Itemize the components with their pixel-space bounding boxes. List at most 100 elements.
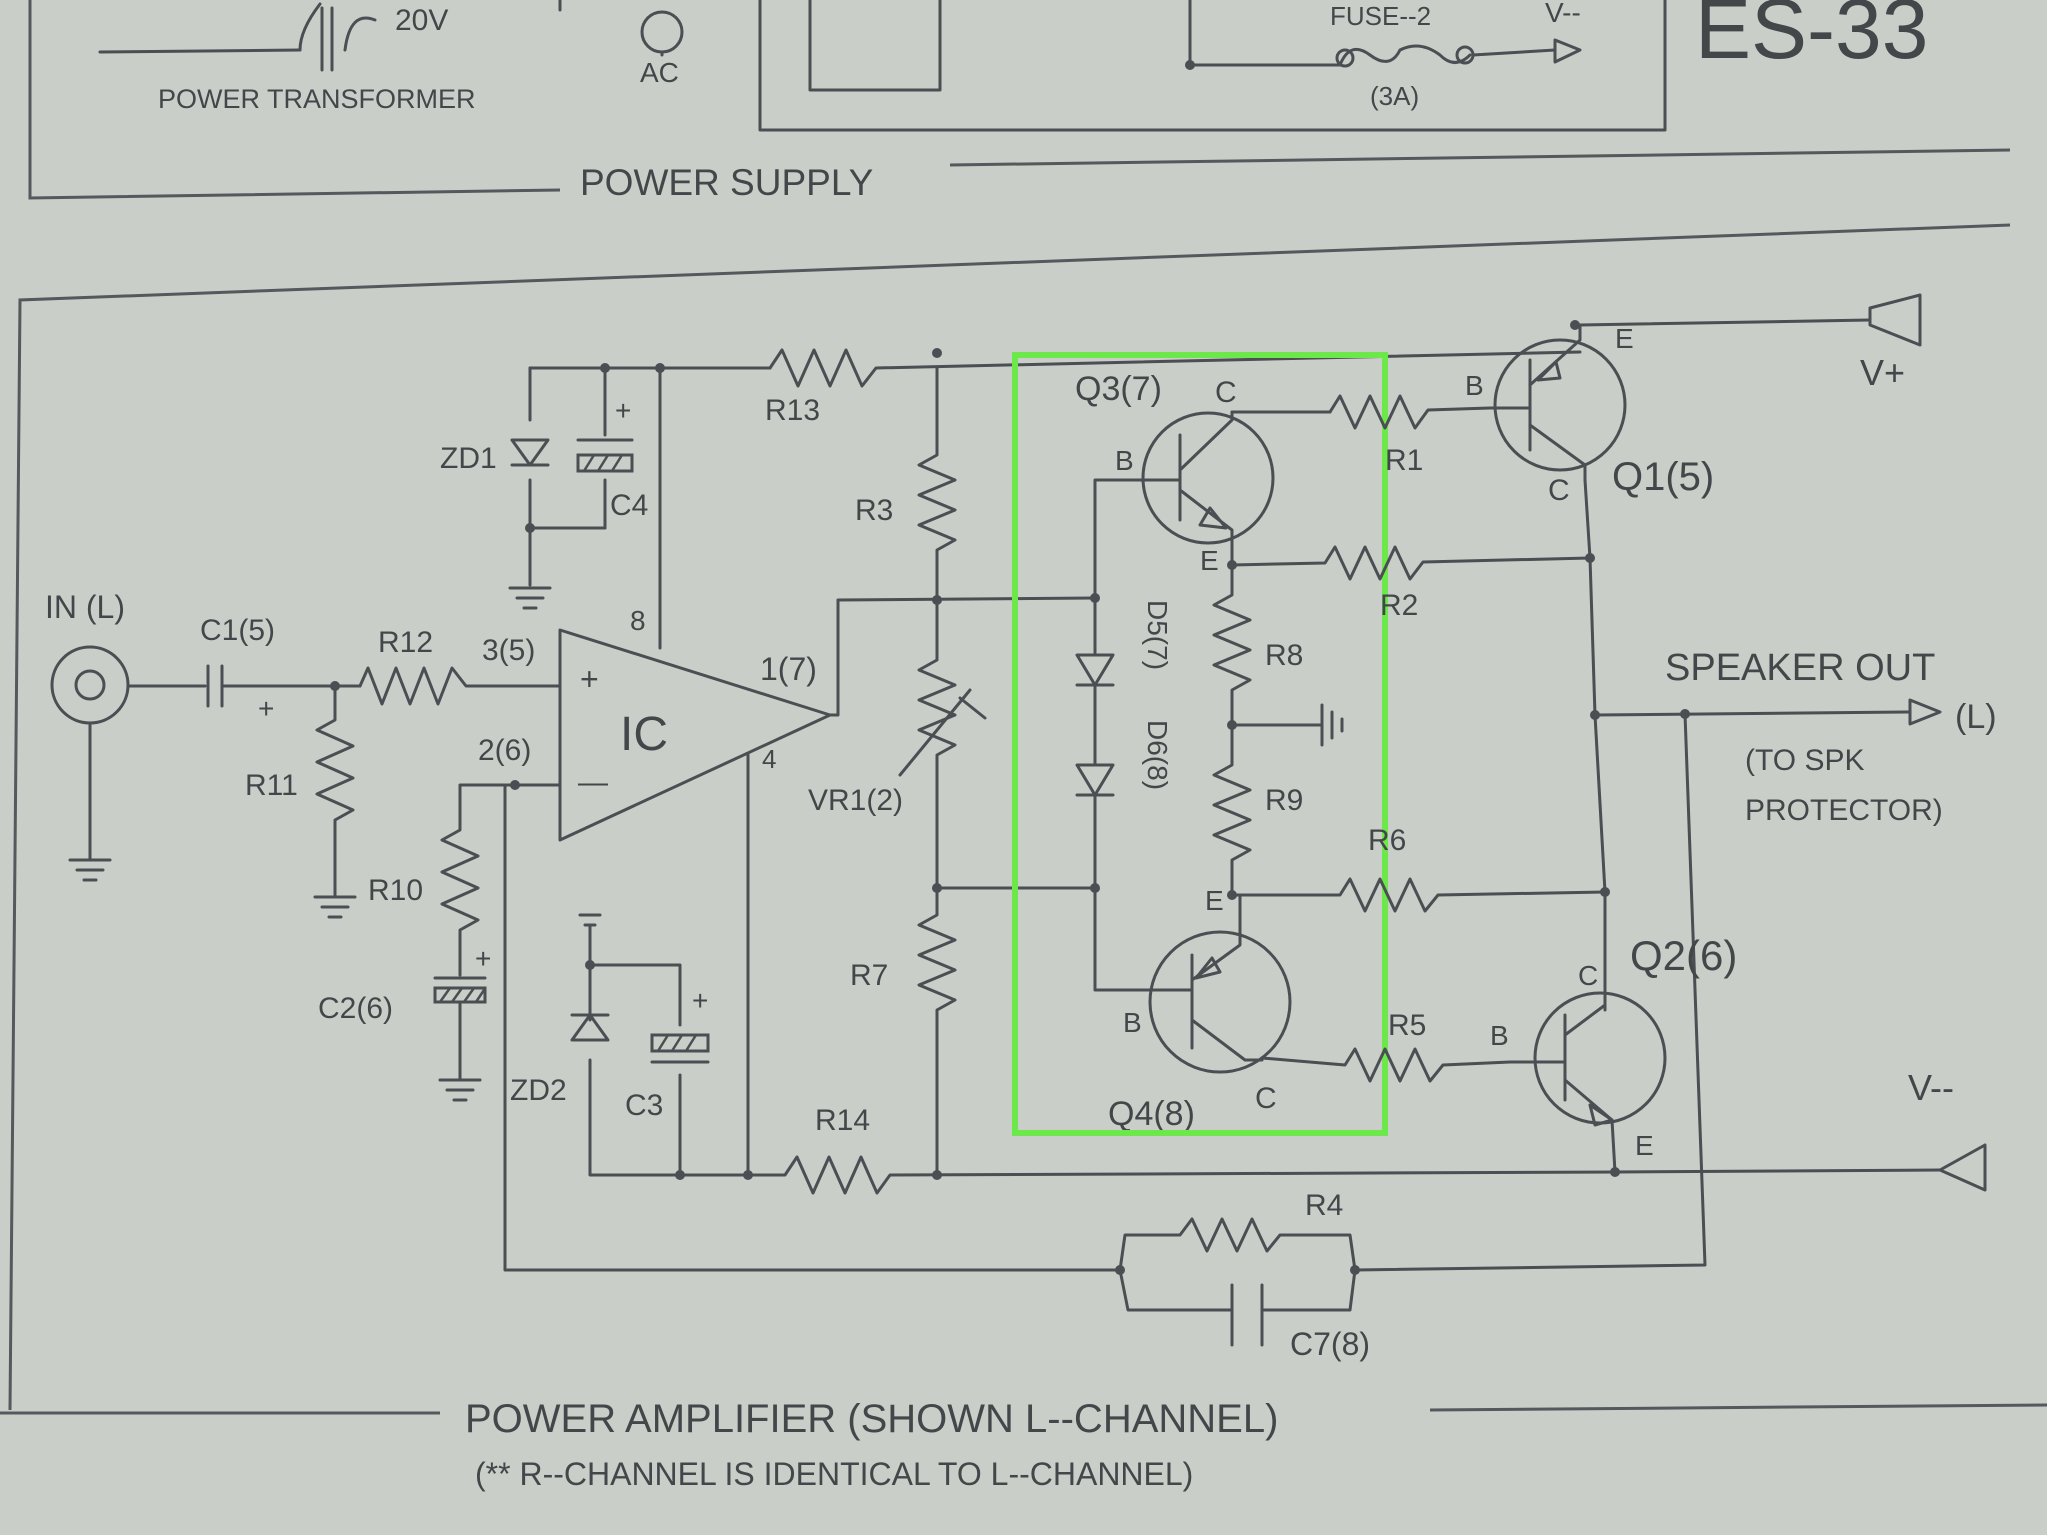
r11-label: R11 (245, 769, 298, 802)
c1-plus: + (258, 693, 274, 724)
vr1-potentiometer (917, 598, 957, 890)
r13-label: R13 (765, 394, 820, 427)
ground-icon (68, 858, 112, 882)
amplifier-subtitle: (** R--CHANNEL IS IDENTICAL TO L--CHANNE… (475, 1456, 1193, 1492)
r9-resistor (1212, 723, 1252, 897)
r1-resistor (1328, 394, 1492, 430)
r5-resistor (1260, 1047, 1512, 1083)
q3-b-label: B (1115, 445, 1134, 476)
q3-c-label: C (1215, 376, 1237, 409)
r1-label: R1 (1385, 444, 1423, 477)
vminus-arrow-icon (1938, 1143, 1987, 1192)
pin-minus-label: 2(6) (478, 734, 531, 767)
q4-e-label: E (1205, 885, 1224, 916)
vminus-supply-label: V-- (1545, 0, 1581, 28)
fuse-rating: (3A) (1370, 81, 1419, 111)
q4-emitter-arrow-icon (1194, 956, 1222, 980)
pin4-label: 4 (762, 744, 776, 774)
q1-transistor (1493, 338, 1627, 472)
r12-resistor (358, 666, 562, 706)
q2-transistor (1533, 991, 1667, 1125)
r10-resistor (440, 798, 480, 977)
q1-b-label: B (1465, 370, 1484, 401)
r4-label: R4 (1305, 1189, 1343, 1222)
q2-e-label: E (1635, 1130, 1654, 1161)
fuse-label: FUSE--2 (1330, 1, 1431, 31)
protector-line1: (TO SPK (1745, 744, 1864, 777)
input-jack-icon (50, 645, 130, 725)
r2-resistor (1230, 545, 1592, 581)
c1-label: C1(5) (200, 614, 275, 647)
ground-icon (1230, 703, 1344, 747)
power-supply-section: 20V POWER TRANSFORMER AC FUSE--2 (3A) V-… (28, 0, 2011, 203)
ic-label: IC (620, 708, 668, 761)
q3-label: Q3(7) (1075, 370, 1162, 408)
r14-label: R14 (815, 1104, 870, 1137)
r7-resistor (917, 886, 957, 1177)
r8-resistor (1212, 563, 1252, 727)
zd2-zener-icon (570, 1013, 610, 1042)
q2-c-label: C (1578, 960, 1598, 991)
r11-resistor (315, 684, 355, 897)
transformer-label: POWER TRANSFORMER (158, 84, 476, 114)
q3-transistor (1141, 411, 1275, 545)
c4-label: C4 (610, 489, 648, 522)
zd1-label: ZD1 (440, 442, 497, 475)
ac-label: AC (640, 57, 679, 88)
zd2-label: ZD2 (510, 1074, 567, 1107)
r3-resistor (917, 366, 957, 602)
q2-emitter-arrow-icon (1588, 1103, 1614, 1127)
fuse-icon (1338, 44, 1472, 67)
power-amplifier-section: IN (L) C1(5) + R12 3(5) R11 IC + — 8 4 1… (0, 223, 2047, 1492)
q3-e-label: E (1200, 545, 1219, 576)
power-supply-title: POWER SUPPLY (580, 162, 873, 203)
amplifier-title: POWER AMPLIFIER (SHOWN L--CHANNEL) (465, 1397, 1278, 1441)
vminus-supply-arrow-icon (1553, 38, 1582, 64)
q4-c-label: C (1255, 1082, 1277, 1115)
ic-minus-sign: — (578, 766, 608, 799)
r4-resistor (1118, 1217, 1357, 1272)
ic-plus-sign: + (580, 661, 599, 697)
speaker-out-label: SPEAKER OUT (1665, 647, 1935, 689)
c2-label: C2(6) (318, 992, 393, 1025)
r9-label: R9 (1265, 784, 1303, 817)
pin-out-label: 1(7) (760, 651, 817, 687)
q1-emitter-arrow-icon (1536, 360, 1562, 382)
q4-b-label: B (1123, 1007, 1142, 1038)
ground-icon (508, 586, 552, 610)
pin8-label: 8 (630, 605, 646, 636)
q4-transistor (1148, 930, 1292, 1074)
q1-e-label: E (1615, 323, 1634, 354)
r8-label: R8 (1265, 639, 1303, 672)
r6-resistor (1230, 877, 1607, 913)
vplus-label: V+ (1860, 352, 1905, 393)
ground-icon (313, 895, 357, 919)
q1-c-label: C (1548, 474, 1570, 507)
r5-label: R5 (1388, 1009, 1426, 1042)
c3-capacitor (650, 1033, 710, 1053)
r10-label: R10 (368, 874, 423, 907)
d6-label: D6(8) (1142, 720, 1173, 790)
r7-label: R7 (850, 959, 888, 992)
vminus-label: V-- (1908, 1067, 1954, 1108)
c3-label: C3 (625, 1089, 663, 1122)
speaker-channel-label: (L) (1955, 698, 1997, 736)
ac-terminal-icon (640, 10, 684, 54)
q2-label: Q2(6) (1630, 932, 1737, 979)
q4-label: Q4(8) (1108, 1095, 1195, 1133)
d6-diode-icon (1075, 763, 1115, 797)
d5-diode-icon (1075, 653, 1115, 687)
ic-opamp-symbol (558, 628, 832, 842)
protector-line2: PROTECTOR) (1745, 794, 1943, 827)
d5-label: D5(7) (1142, 600, 1173, 670)
highlight-box (1012, 352, 1388, 1136)
c4-plus: + (615, 395, 631, 426)
speaker-out-arrow-icon (1908, 698, 1942, 726)
vr1-label: VR1(2) (808, 784, 903, 817)
r12-label: R12 (378, 626, 433, 659)
pin-plus-label: 3(5) (482, 634, 535, 667)
vplus-arrow-icon (1868, 293, 1922, 347)
c2-plus: + (475, 943, 491, 974)
